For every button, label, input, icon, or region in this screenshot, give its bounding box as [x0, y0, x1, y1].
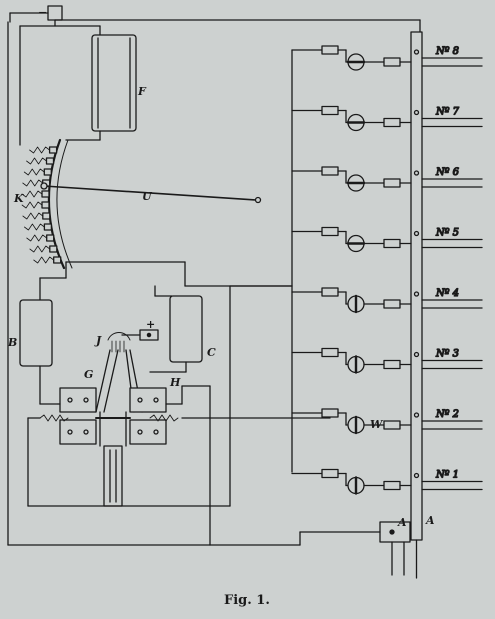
fuse	[321, 226, 339, 237]
rheostat-contact	[45, 157, 55, 165]
label-k: K	[13, 192, 24, 205]
label-a-terminal: A	[397, 516, 407, 529]
terminal-stud	[413, 472, 420, 479]
terminal-stud	[413, 412, 420, 418]
resistor-coil	[22, 212, 44, 220]
lamp	[346, 53, 366, 71]
fuse	[383, 178, 401, 188]
label-g: G	[84, 368, 93, 381]
fuse	[383, 359, 401, 370]
circuit-row: Nº 6	[291, 166, 483, 192]
terminal-stud	[413, 109, 420, 116]
fuse	[321, 166, 339, 176]
circuit-label: Nº 5	[435, 228, 459, 239]
rheostat-contact	[43, 223, 53, 231]
coil-b	[19, 299, 53, 367]
fuse	[383, 480, 401, 491]
circuit-row: Nº 4	[291, 287, 483, 314]
top-terminal-block	[47, 5, 63, 21]
distribution-bar	[410, 31, 423, 579]
lamp	[346, 174, 366, 192]
fuse	[321, 287, 339, 297]
circuit-row: Nº 7	[291, 105, 483, 132]
terminal-stud	[413, 230, 420, 237]
figure-caption: Fig. 1.	[224, 593, 270, 608]
coil-f	[91, 34, 137, 132]
resistor-coil	[33, 256, 55, 264]
lamp	[347, 476, 365, 495]
label-w: W	[370, 418, 384, 431]
lamp	[346, 234, 366, 253]
rheostat-contact	[48, 146, 58, 154]
label-j: J	[94, 334, 102, 347]
coil-c	[169, 295, 203, 363]
resistor-coil	[29, 245, 51, 253]
resistor-coil	[26, 234, 48, 242]
circuit-label: Nº 2	[435, 409, 459, 420]
terminal-a	[379, 521, 411, 576]
resistor-coil	[21, 201, 43, 209]
fuse	[321, 45, 339, 55]
circuit-label: Nº 3	[435, 349, 459, 360]
fuse	[383, 420, 401, 430]
resistor-coil	[26, 157, 47, 165]
terminal-stud	[413, 49, 420, 55]
fuse	[383, 238, 401, 249]
resistor-coil	[23, 168, 45, 176]
label-b: B	[7, 336, 17, 349]
lamp	[347, 415, 365, 435]
rheostat-contact	[41, 201, 50, 209]
label-a-bar: A	[425, 514, 435, 527]
resistor-coil	[21, 190, 43, 198]
lamp	[346, 113, 366, 132]
rheostat-contact	[42, 212, 51, 220]
resistor-coil	[29, 146, 50, 154]
circuit-row: Nº 1	[291, 468, 483, 495]
fuse	[321, 105, 339, 116]
circuit-row: Nº 3	[291, 347, 483, 374]
fuse	[383, 117, 401, 128]
circuit-label: Nº 4	[435, 288, 459, 299]
terminal-stud	[413, 291, 420, 297]
label-minus: −	[38, 6, 47, 19]
circuit-row: Nº 5	[291, 226, 483, 253]
rheostat-contact	[46, 234, 55, 242]
lamp	[347, 294, 365, 314]
fuse	[321, 408, 339, 418]
rheostat-contact	[49, 245, 58, 253]
rheostat-contact	[43, 168, 52, 176]
lamp	[347, 355, 365, 374]
label-f: F	[137, 85, 147, 98]
fuse	[321, 347, 339, 358]
terminal-stud	[413, 170, 420, 176]
lamp-circuits: Nº 8 Nº 7 Nº 6 Nº 5 Nº 4 Nº 3 Nº 2 Nº 1	[291, 45, 483, 495]
rheostat-contact	[53, 256, 62, 264]
rheostat-contact	[41, 190, 50, 198]
resistor-coil	[23, 223, 45, 231]
plus-terminal	[139, 329, 159, 341]
circuit-label: Nº 1	[435, 470, 459, 481]
fuse	[383, 57, 401, 67]
rheostat-contacts	[21, 146, 62, 264]
label-h: H	[169, 376, 181, 389]
circuit-label: Nº 6	[435, 167, 460, 178]
circuit-label: Nº 8	[435, 46, 459, 57]
regulator-mechanism	[39, 332, 179, 507]
label-u: U	[142, 190, 153, 203]
label-c: C	[207, 346, 216, 359]
circuit-label: Nº 7	[435, 107, 460, 118]
fuse	[321, 468, 339, 479]
label-plus: +	[146, 318, 155, 331]
resistor-coil	[22, 179, 44, 187]
switch-arm-u	[40, 182, 262, 204]
fuse	[383, 299, 401, 309]
circuit-row: Nº 2	[291, 408, 483, 435]
circuit-row: Nº 8	[291, 45, 483, 71]
terminal-stud	[413, 351, 420, 358]
